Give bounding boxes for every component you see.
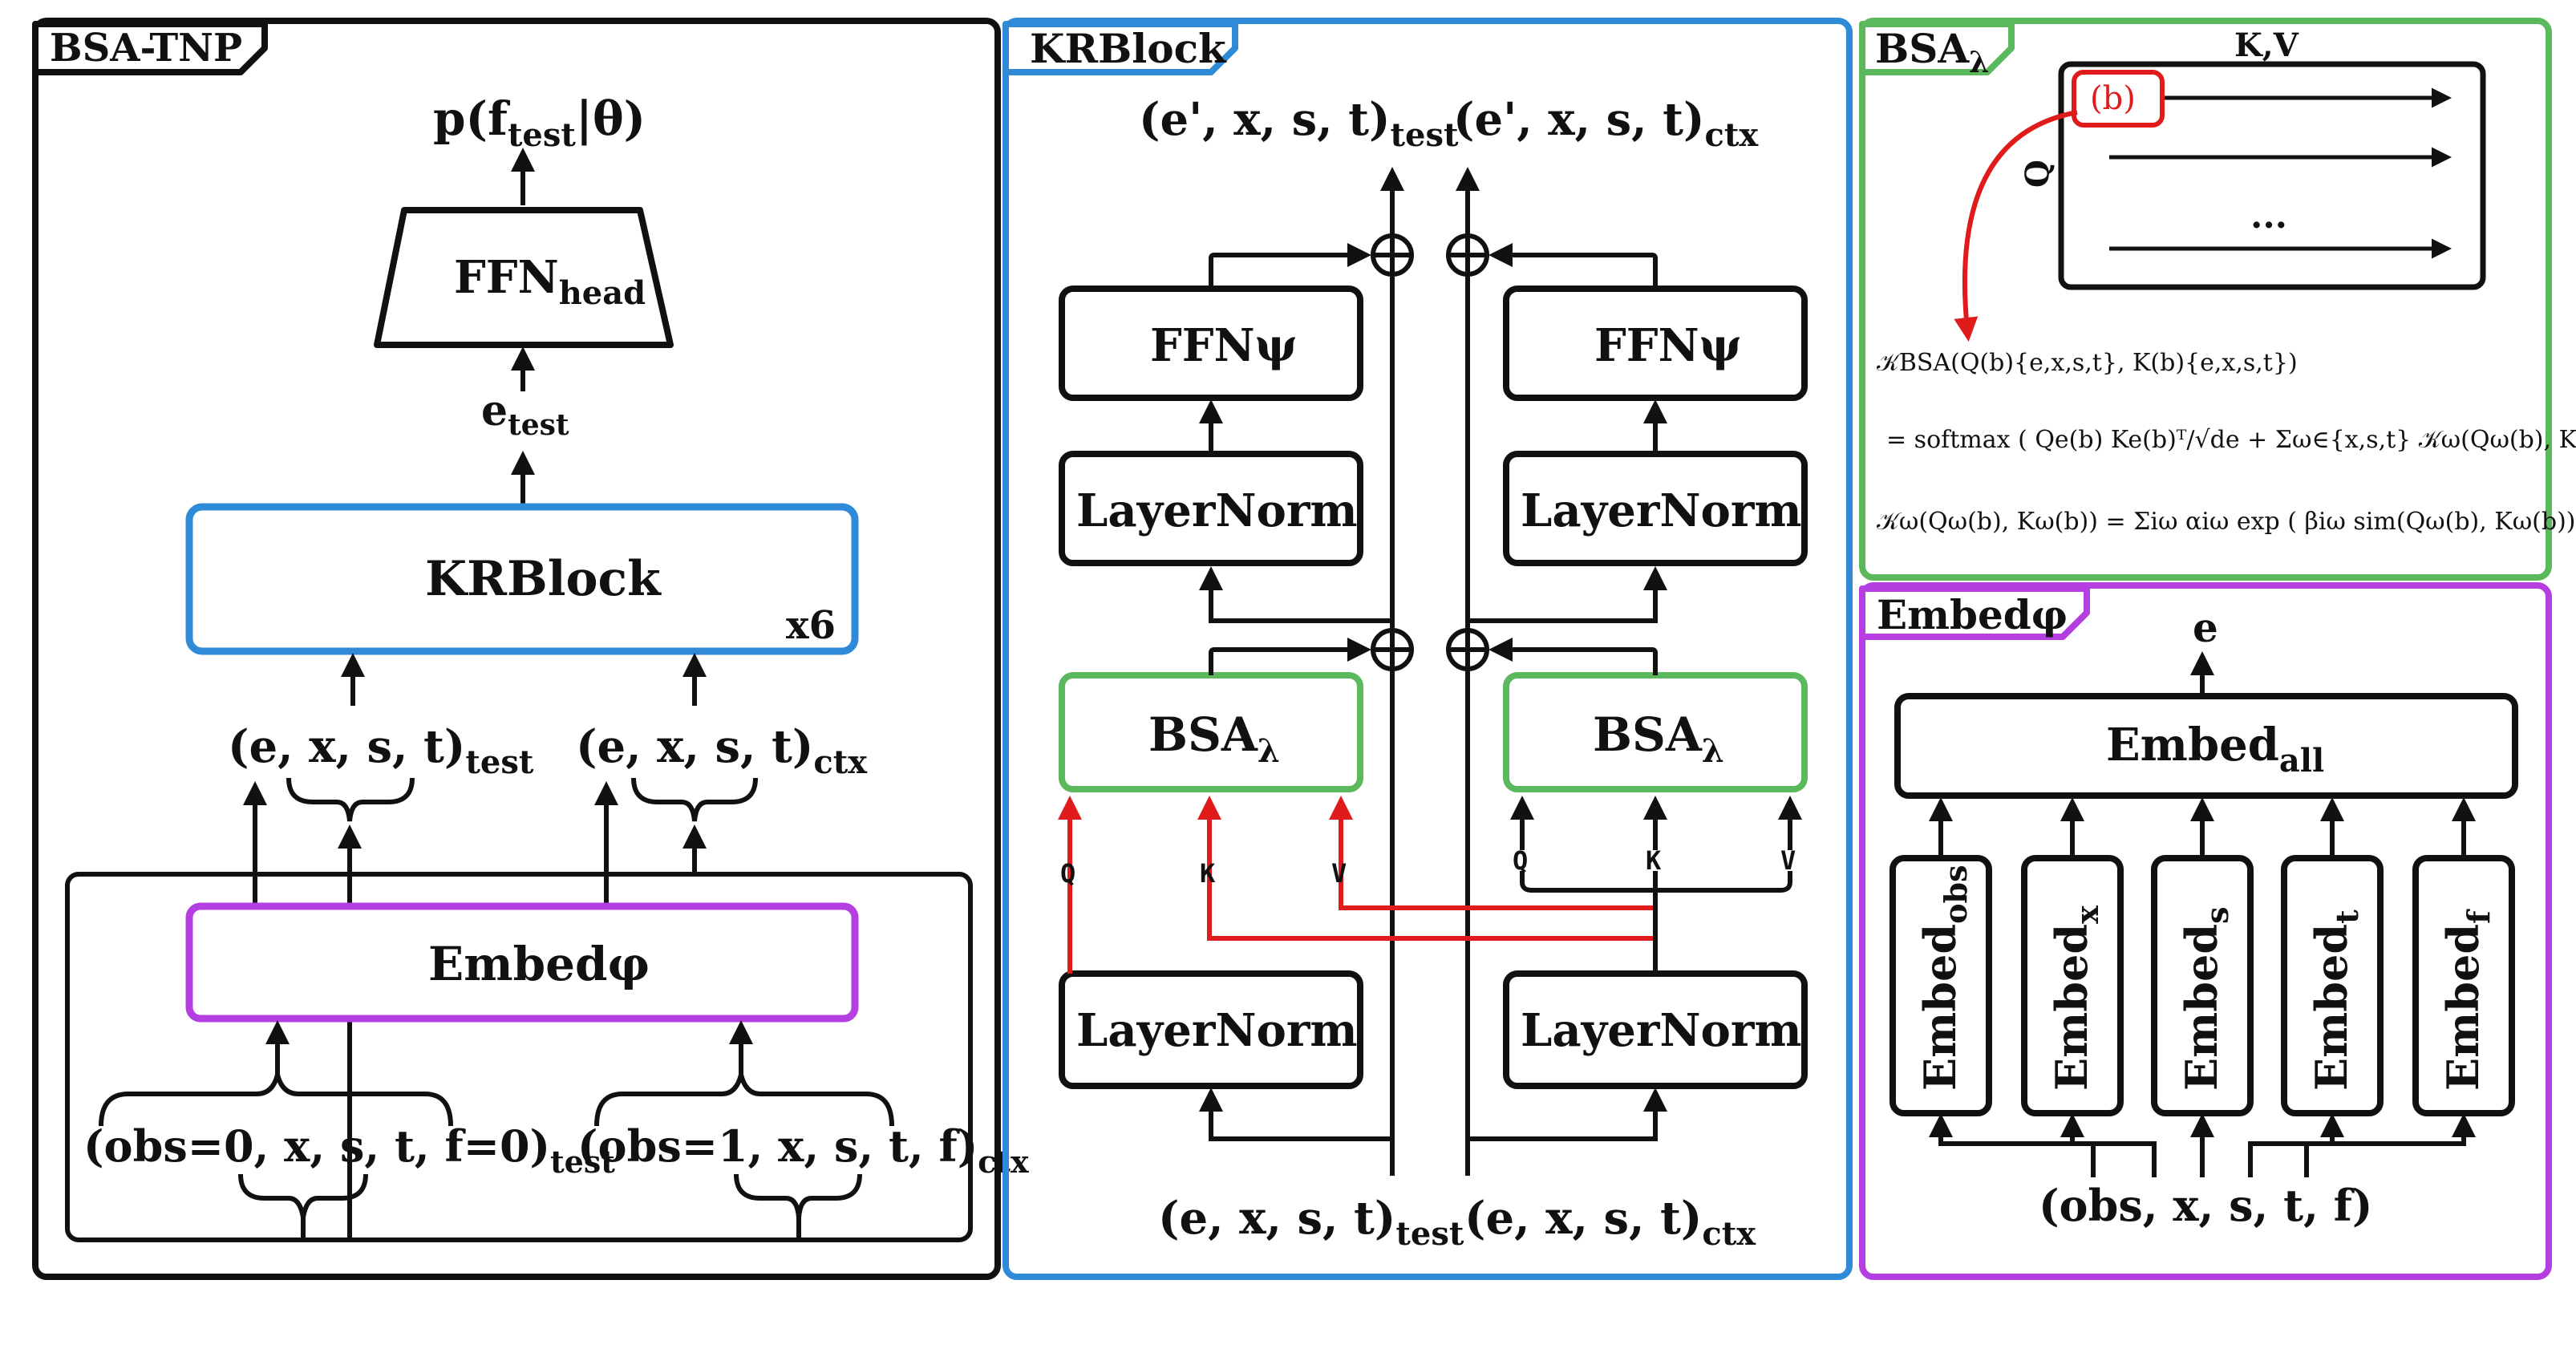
- krblock-label: KRBlock: [425, 551, 662, 607]
- panel-embed: Embedφ e Embedall EmbedobsEmbedxEmbedsEm…: [1859, 582, 2552, 1280]
- layernorm-left-bottom: [1059, 970, 1363, 1089]
- ffn-head-block: [374, 207, 674, 348]
- bucket-badge: [2072, 70, 2165, 128]
- panel-tab-embed: Embedφ: [1877, 591, 2068, 638]
- panel-tab-krblock: KRBlock: [1030, 25, 1227, 72]
- kr-k-right: K: [1646, 845, 1662, 876]
- panel-tab-bsa: BSAλ: [1875, 25, 1989, 79]
- embed-column-label: Embedobs: [1914, 865, 1974, 1091]
- kr-out-test: (e', x, s, t)test: [1139, 93, 1459, 154]
- repeat-label: x6: [786, 603, 836, 648]
- kr-in-ctx: (e, x, s, t)ctx: [1464, 1192, 1756, 1253]
- krblock-block: [185, 503, 859, 655]
- panel-tab-bsa-tnp: BSA-TNP: [50, 26, 242, 71]
- embed-all-label: Embedall: [2106, 719, 2324, 780]
- input-test: (obs=0, x, s, t, f=0)test: [83, 1120, 615, 1180]
- input-ctx: (obs=1, x, s, t, f)ctx: [577, 1120, 1029, 1180]
- panel-krblock: KRBlock (e', x, s, t)test (e', x, s, t)c…: [1002, 18, 1853, 1280]
- embed-column-label: Embeds: [2176, 906, 2235, 1091]
- kr-q-left: Q: [1060, 858, 1075, 889]
- panel-bsa-tnp: BSA-TNP p(ftest|θ) FFNhead etest KRBlock…: [32, 18, 1029, 1280]
- kr-v-left: V: [1331, 858, 1347, 889]
- q-axis-label: Q: [2019, 160, 2056, 188]
- ffn-right-label: FFNψ: [1594, 319, 1741, 372]
- kr-v-right: V: [1780, 845, 1796, 876]
- kv-label: K,V: [2234, 26, 2299, 64]
- embed-column-label: Embedf: [2437, 909, 2497, 1091]
- ffn-left-label: FFNψ: [1150, 319, 1297, 372]
- embed-all-block: [1894, 693, 2518, 799]
- bsa-right-label: BSAλ: [1593, 707, 1724, 770]
- e-test-label: etest: [481, 387, 569, 442]
- embed-column-label: Embedt: [2306, 909, 2365, 1091]
- kr-k-left: K: [1200, 858, 1216, 889]
- kr-out-ctx: (e', x, s, t)ctx: [1453, 93, 1759, 154]
- kr-in-test: (e, x, s, t)test: [1158, 1192, 1464, 1253]
- equation-1: 𝒦BSA(Q(b){e,x,s,t}, K(b){e,x,s,t}): [1877, 349, 2298, 377]
- embed-block: [185, 902, 859, 1023]
- equation-2: = softmax ( Qe(b) Ke(b)ᵀ/√de + Σω∈{x,s,t…: [1886, 426, 2576, 454]
- embed-input: (obs, x, s, t, f): [2039, 1180, 2372, 1231]
- embed-columns: Embedobs Embedx Embeds Embedt Embedf: [1889, 797, 2515, 1116]
- tuple-test: (e, x, s, t)test: [228, 720, 534, 781]
- layernorm-left-bottom-label: LayerNorm: [1076, 1004, 1358, 1057]
- embed-output: e: [2193, 604, 2218, 651]
- panel-bsa: BSAλ K,V Q ... (b) 𝒦BSA(Q(b){e,x,s,t}, K…: [1859, 18, 2576, 581]
- ffn-head-label: FFNhead: [454, 251, 646, 312]
- bsa-left-label: BSAλ: [1148, 707, 1280, 770]
- layernorm-right-top-label: LayerNorm: [1521, 484, 1802, 537]
- layernorm-right-bottom-label: LayerNorm: [1521, 1004, 1802, 1057]
- embed-column-label: Embedx: [2046, 905, 2105, 1091]
- attention-grid: [2058, 61, 2486, 290]
- embed-label: Embedφ: [428, 937, 650, 991]
- layernorm-left-top-label: LayerNorm: [1076, 484, 1358, 537]
- bucket-label: (b): [2090, 80, 2136, 117]
- kr-q-right: Q: [1513, 845, 1528, 876]
- tuple-ctx: (e, x, s, t)ctx: [576, 720, 868, 781]
- equation-3: 𝒦ω(Qω(b), Kω(b)) = Σiω αiω exp ( βiω sim…: [1877, 508, 2576, 536]
- output-label: p(ftest|θ): [433, 91, 646, 154]
- more-dots: ...: [2250, 196, 2287, 237]
